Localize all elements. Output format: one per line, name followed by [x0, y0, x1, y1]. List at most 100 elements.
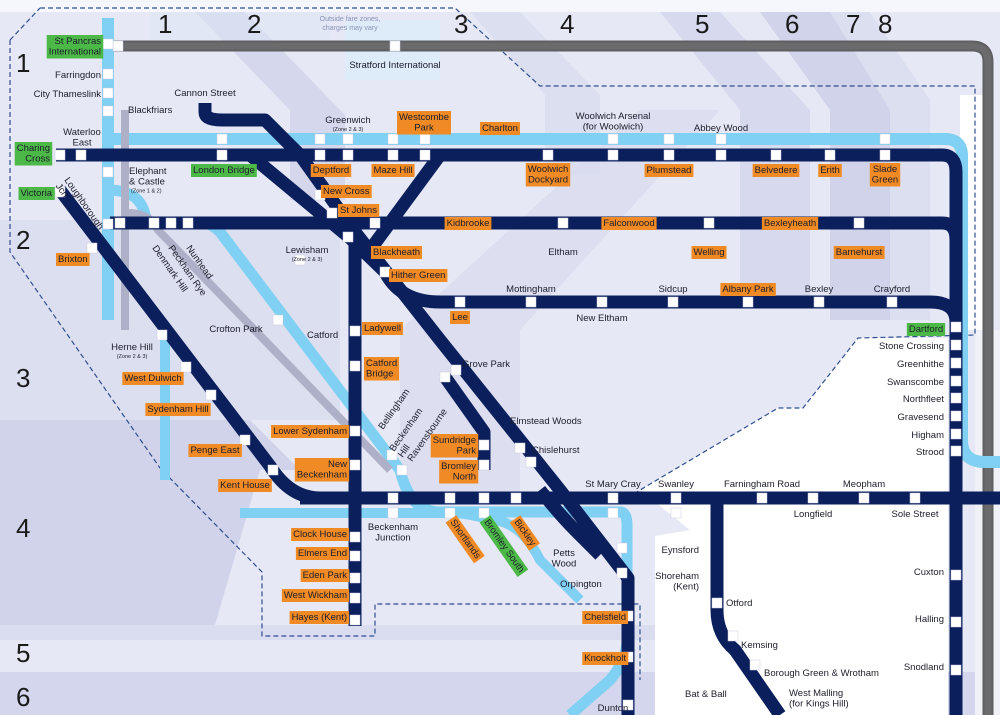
station-halling[interactable]: Halling	[915, 614, 944, 625]
station-marker[interactable]	[349, 459, 361, 471]
station-marker[interactable]	[715, 149, 727, 161]
station-cuxton[interactable]: Cuxton	[914, 567, 944, 578]
station-dartford[interactable]: Dartford	[906, 323, 946, 336]
station-brixton[interactable]: Brixton	[56, 253, 90, 266]
station-farringdon[interactable]: Farringdon	[55, 70, 101, 81]
station-marker[interactable]	[349, 425, 361, 437]
station-borough-green-wrotham[interactable]: Borough Green & Wrotham	[764, 668, 879, 679]
station-hayes-kent[interactable]: Hayes (Kent)	[289, 611, 349, 624]
station-albany-park[interactable]: Albany Park	[720, 283, 776, 296]
station-marker[interactable]	[616, 567, 628, 579]
station-erith[interactable]: Erith	[818, 164, 842, 177]
station-marker[interactable]	[542, 149, 554, 161]
station-marker[interactable]	[886, 296, 898, 308]
station-marker[interactable]	[114, 217, 126, 229]
station-west-malling-for-kings-hill[interactable]: West Malling(for Kings Hill)	[789, 688, 849, 710]
station-marker[interactable]	[663, 133, 675, 145]
station-marker[interactable]	[770, 149, 782, 161]
station-marker[interactable]	[950, 410, 962, 422]
station-marker[interactable]	[294, 254, 306, 266]
station-marker[interactable]	[478, 507, 490, 519]
station-marker[interactable]	[824, 149, 836, 161]
station-blackheath[interactable]: Blackheath	[371, 246, 423, 259]
station-west-dulwich[interactable]: West Dulwich	[122, 372, 184, 385]
station-barnehurst[interactable]: Barnehurst	[833, 246, 885, 259]
station-marker[interactable]	[858, 492, 870, 504]
station-marker[interactable]	[419, 133, 431, 145]
station-marker[interactable]	[950, 616, 962, 628]
station-marker[interactable]	[272, 314, 284, 326]
station-marker[interactable]	[807, 492, 819, 504]
station-falconwood[interactable]: Falconwood	[601, 217, 657, 230]
station-lee[interactable]: Lee	[450, 311, 470, 324]
station-marker[interactable]	[607, 133, 619, 145]
station-blackfriars[interactable]: Blackfriars	[128, 105, 173, 116]
station-marker[interactable]	[387, 507, 399, 519]
station-marker[interactable]	[102, 218, 114, 230]
station-penge-east[interactable]: Penge East	[188, 444, 242, 457]
station-bexleyheath[interactable]: Bexleyheath	[761, 217, 819, 230]
station-marker[interactable]	[950, 428, 962, 440]
station-longfield[interactable]: Longfield	[794, 509, 833, 520]
station-otford[interactable]: Otford	[726, 598, 752, 609]
station-sidcup[interactable]: Sidcup	[658, 284, 687, 295]
station-cannon-street[interactable]: Cannon Street	[174, 88, 236, 99]
station-meopham[interactable]: Meopham	[843, 479, 885, 490]
station-marker[interactable]	[478, 492, 490, 504]
station-marker[interactable]	[349, 360, 361, 372]
station-marker[interactable]	[205, 389, 217, 401]
station-herne-hill[interactable]: Herne Hill(Zone 2 & 3)	[111, 342, 153, 360]
station-st-mary-cray[interactable]: St Mary Cray	[585, 479, 641, 490]
station-knockholt[interactable]: Knockholt	[582, 652, 629, 665]
station-marker[interactable]	[419, 149, 431, 161]
station-marker[interactable]	[349, 325, 361, 337]
station-marker[interactable]	[326, 207, 338, 219]
station-plumstead[interactable]: Plumstead	[644, 164, 694, 177]
station-crofton-park[interactable]: Crofton Park	[209, 324, 263, 335]
station-marker[interactable]	[742, 296, 754, 308]
station-marker[interactable]	[444, 492, 456, 504]
station-new-eltham[interactable]: New Eltham	[576, 313, 627, 324]
station-marker[interactable]	[622, 699, 634, 711]
station-marker[interactable]	[102, 166, 114, 178]
station-marker[interactable]	[342, 149, 354, 161]
station-marker[interactable]	[607, 149, 619, 161]
station-northfleet[interactable]: Northfleet	[903, 394, 945, 405]
station-marker[interactable]	[396, 464, 408, 476]
station-marker[interactable]	[182, 217, 194, 229]
station-marker[interactable]	[102, 68, 114, 80]
station-elmstead-woods[interactable]: Elmstead Woods	[510, 416, 582, 427]
station-marker[interactable]	[909, 492, 921, 504]
station-maze-hill[interactable]: Maze Hill	[371, 164, 415, 177]
station-marker[interactable]	[711, 597, 723, 609]
station-marker[interactable]	[314, 149, 326, 161]
station-marker[interactable]	[454, 296, 466, 308]
station-marker[interactable]	[813, 296, 825, 308]
station-marker[interactable]	[950, 392, 962, 404]
station-marker[interactable]	[369, 217, 381, 229]
station-welling[interactable]: Welling	[691, 246, 727, 259]
station-belvedere[interactable]: Belvedere	[752, 164, 800, 177]
station-marker[interactable]	[715, 133, 727, 145]
station-marker[interactable]	[950, 357, 962, 369]
station-sole-street[interactable]: Sole Street	[892, 509, 939, 520]
station-greenwich[interactable]: Greenwich(Zone 2 & 3)	[325, 115, 370, 133]
station-bat-ball[interactable]: Bat & Ball	[685, 689, 727, 700]
station-marker[interactable]	[756, 492, 768, 504]
station-kidbrooke[interactable]: Kidbrooke	[444, 217, 492, 230]
station-marker[interactable]	[349, 550, 361, 562]
station-hither-green[interactable]: Hither Green	[389, 269, 448, 282]
station-marker[interactable]	[607, 507, 619, 519]
station-eltham[interactable]: Eltham	[548, 247, 578, 258]
station-bexley[interactable]: Bexley	[805, 284, 834, 295]
station-crayford[interactable]: Crayford	[874, 284, 910, 295]
station-marker[interactable]	[596, 296, 608, 308]
station-marker[interactable]	[165, 217, 177, 229]
